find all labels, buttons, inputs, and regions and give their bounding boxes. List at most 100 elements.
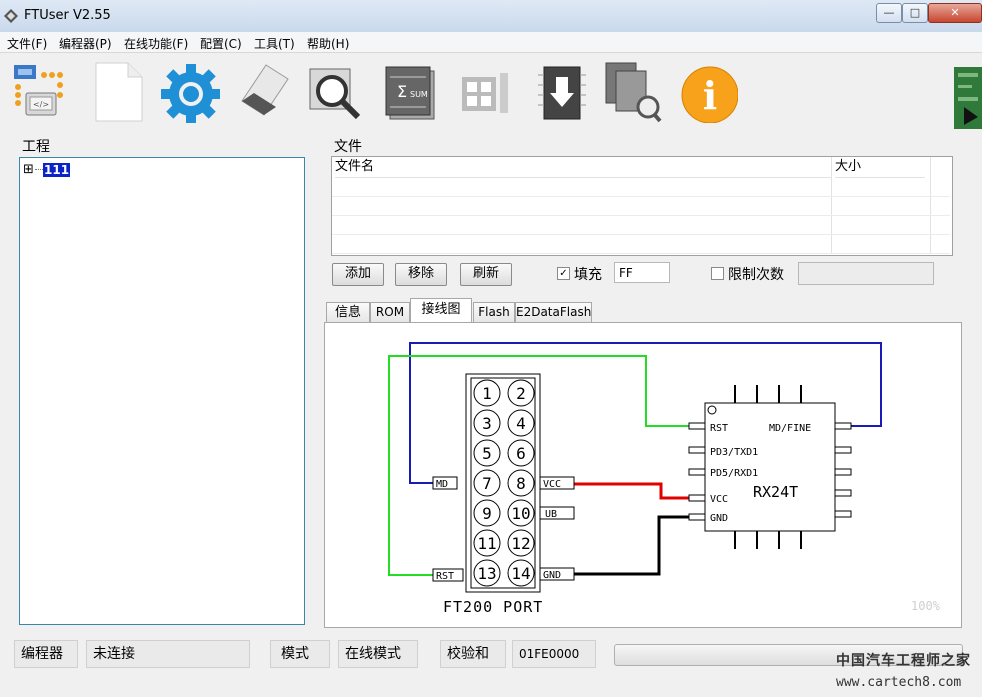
port-pin-label: 9 — [482, 504, 492, 523]
limit-count-input[interactable] — [798, 262, 934, 285]
search-magnifier-icon[interactable] — [306, 59, 366, 123]
column-header-size[interactable]: 大小 — [835, 157, 925, 178]
watermark-url: www.cartech8.com — [836, 675, 962, 690]
menu-file[interactable]: 文件(F) — [7, 37, 48, 51]
programmer-status: 未连接 — [86, 640, 250, 668]
limit-count-label: 限制次数 — [728, 267, 784, 283]
chip-grid-icon[interactable] — [454, 59, 514, 123]
limit-count-checkbox[interactable] — [711, 267, 724, 280]
port-name: FT200 PORT — [443, 598, 543, 616]
chip-label-md-fine: MD/FINE — [769, 423, 811, 434]
mode-value: 在线模式 — [338, 640, 418, 668]
ft-project-icon[interactable]: </> — [10, 59, 70, 123]
port-pin-2 — [507, 379, 535, 407]
port-label-vcc: VCC — [543, 479, 561, 490]
file-row — [332, 196, 950, 216]
sum-text: SUM — [410, 90, 428, 99]
refresh-button[interactable]: 刷新 — [460, 263, 512, 286]
close-button[interactable]: ✕ — [928, 3, 982, 23]
tab-e2dataflash[interactable]: E2DataFlash — [515, 302, 592, 322]
port-pin-label: 10 — [511, 504, 530, 523]
tab-flash[interactable]: Flash — [473, 302, 515, 322]
svg-text:Σ: Σ — [397, 82, 407, 101]
port-pin-14 — [507, 559, 535, 587]
port-pin-label: 13 — [477, 564, 496, 583]
maximize-button[interactable]: □ — [902, 3, 928, 23]
title-bar: FTUser V2.55 — □ ✕ — [0, 0, 982, 33]
tab-rom[interactable]: ROM — [370, 302, 410, 322]
chip-label-txd: PD3/TXD1 — [710, 447, 758, 458]
port-label-gnd: GND — [543, 570, 561, 581]
eraser-icon[interactable] — [236, 59, 296, 123]
port-pin-label: 4 — [516, 414, 526, 433]
port-pin-1 — [473, 379, 501, 407]
download-chip-icon[interactable] — [532, 59, 592, 123]
minimize-button[interactable]: — — [876, 3, 902, 23]
settings-gear-icon[interactable] — [160, 59, 220, 123]
port-label-md-box — [432, 476, 458, 490]
project-tree[interactable]: ⊞ 111 — [19, 157, 305, 625]
port-pin-9 — [473, 499, 501, 527]
chip-pins — [734, 385, 802, 549]
port-pin-4 — [507, 409, 535, 437]
fill-checkbox[interactable]: ✓ — [557, 267, 570, 280]
rst-wire — [388, 355, 689, 576]
port-pin-label: 12 — [511, 534, 530, 553]
tab-wiring[interactable]: 接线图 — [410, 298, 472, 323]
port-pin-label: 14 — [511, 564, 530, 583]
chip-side-pins — [688, 422, 852, 521]
menu-help[interactable]: 帮助(H) — [307, 37, 350, 51]
menu-programmer[interactable]: 编程器(P) — [59, 37, 112, 51]
tree-item-project[interactable]: 111 — [43, 163, 71, 177]
tab-info[interactable]: 信息 — [326, 302, 370, 322]
port-connector-inner — [470, 377, 536, 589]
menu-online[interactable]: 在线功能(F) — [124, 37, 189, 51]
port-label-md: MD — [436, 479, 448, 490]
copy-documents-icon[interactable] — [602, 59, 662, 123]
info-icon[interactable]: i — [678, 59, 738, 123]
remove-button[interactable]: 移除 — [395, 263, 447, 286]
port-pin-13 — [473, 559, 501, 587]
port-label-gnd-box — [539, 567, 575, 581]
port-pin-label: 5 — [482, 444, 492, 463]
info-glyph: i — [703, 73, 717, 118]
chip-body — [704, 402, 836, 532]
file-row — [332, 215, 950, 235]
port-pin-label: 3 — [482, 414, 492, 433]
port-pin-3 — [473, 409, 501, 437]
file-list[interactable]: 文件名 大小 — [331, 156, 953, 256]
menu-tools[interactable]: 工具(T) — [254, 37, 295, 51]
port-pin-label: 2 — [516, 384, 526, 403]
port-label-rst-box — [432, 568, 464, 582]
chip-label-vcc: VCC — [710, 494, 728, 505]
new-file-icon[interactable] — [88, 59, 148, 123]
port-pin-10 — [507, 499, 535, 527]
port-pin-label: 8 — [516, 474, 526, 493]
toolbar: </> Σ SUM — [0, 53, 982, 129]
fill-value-input[interactable]: FF — [614, 262, 670, 283]
column-header-name[interactable]: 文件名 — [335, 157, 831, 178]
svg-text:</>: </> — [33, 100, 49, 109]
chip-label-gnd: GND — [710, 513, 728, 524]
project-label: 工程 — [22, 139, 50, 155]
add-button[interactable]: 添加 — [332, 263, 384, 286]
programmer-label: 编程器 — [14, 640, 78, 668]
chip-name: RX24T — [753, 483, 798, 501]
tree-connector — [35, 169, 43, 170]
chip-label-rst: RST — [710, 423, 728, 434]
port-pin-label: 1 — [482, 384, 492, 403]
md-wire — [409, 342, 882, 484]
chip-board-image — [954, 67, 982, 129]
column-divider — [831, 157, 832, 254]
watermark-title: 中国汽车工程师之家 — [836, 653, 971, 669]
checksum-sum-icon[interactable]: Σ SUM — [380, 59, 440, 123]
fill-label: 填充 — [574, 267, 602, 283]
port-pin-5 — [473, 439, 501, 467]
checksum-value: 01FE0000 — [512, 640, 596, 668]
checksum-label: 校验和 — [440, 640, 506, 668]
tree-expand-icon[interactable]: ⊞ — [23, 162, 34, 177]
gnd-wire — [574, 515, 689, 576]
menu-config[interactable]: 配置(C) — [200, 37, 242, 51]
port-pin-label: 7 — [482, 474, 492, 493]
